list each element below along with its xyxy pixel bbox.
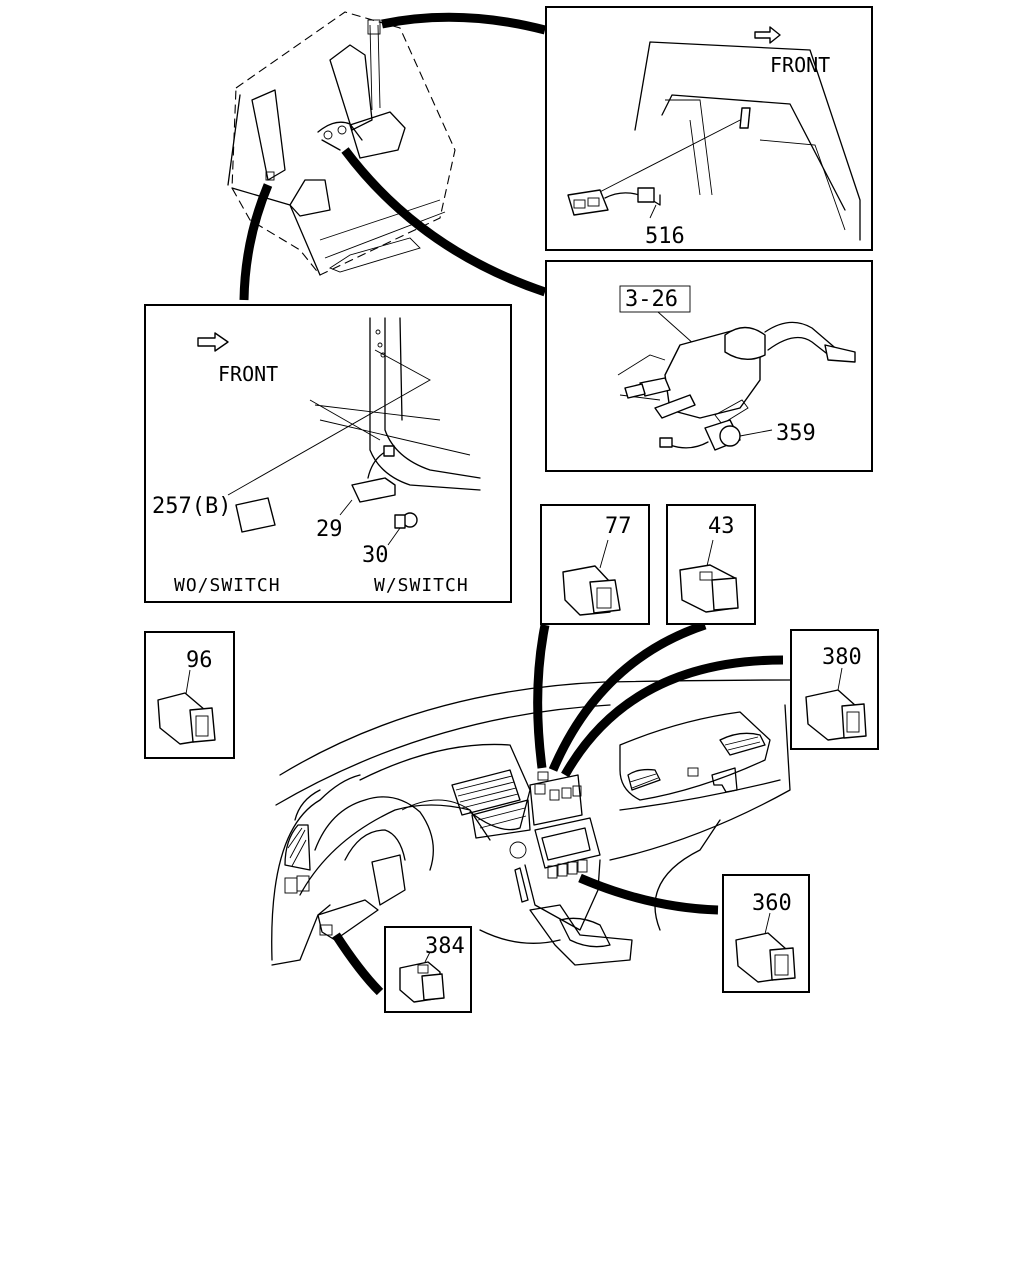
label-front-1: FRONT [770, 53, 830, 77]
inset-3-26: 3-26 359 [545, 260, 873, 472]
label-3-26: 3-26 [625, 287, 678, 312]
label-257b: 257(B) [152, 494, 231, 519]
label-43: 43 [708, 514, 735, 539]
inset-380: 380 [790, 629, 879, 750]
label-380: 380 [822, 645, 862, 670]
label-77: 77 [605, 514, 632, 539]
inset-516: FRONT 516 [545, 6, 873, 251]
label-29: 29 [316, 517, 343, 542]
label-384: 384 [425, 934, 465, 959]
inset-257b: FRONT 257(B) 29 30 WO/SWITCH W/SWITCH [144, 304, 512, 603]
inset-96: 96 [144, 631, 235, 759]
inset-77: 77 [540, 504, 650, 625]
label-360: 360 [752, 891, 792, 916]
inset-43: 43 [666, 504, 756, 625]
label-516: 516 [645, 224, 685, 249]
label-30: 30 [362, 543, 389, 568]
label-w-switch: W/SWITCH [374, 575, 469, 596]
inset-360: 360 [722, 874, 810, 993]
leader-lines [239, 12, 784, 996]
label-359: 359 [776, 421, 816, 446]
dashboard-illustration [271, 679, 791, 966]
label-wo-switch: WO/SWITCH [174, 575, 281, 596]
vehicle-overview [227, 11, 456, 276]
label-front-2: FRONT [218, 362, 278, 386]
inset-384: 384 [384, 926, 472, 1013]
label-96: 96 [186, 648, 213, 673]
